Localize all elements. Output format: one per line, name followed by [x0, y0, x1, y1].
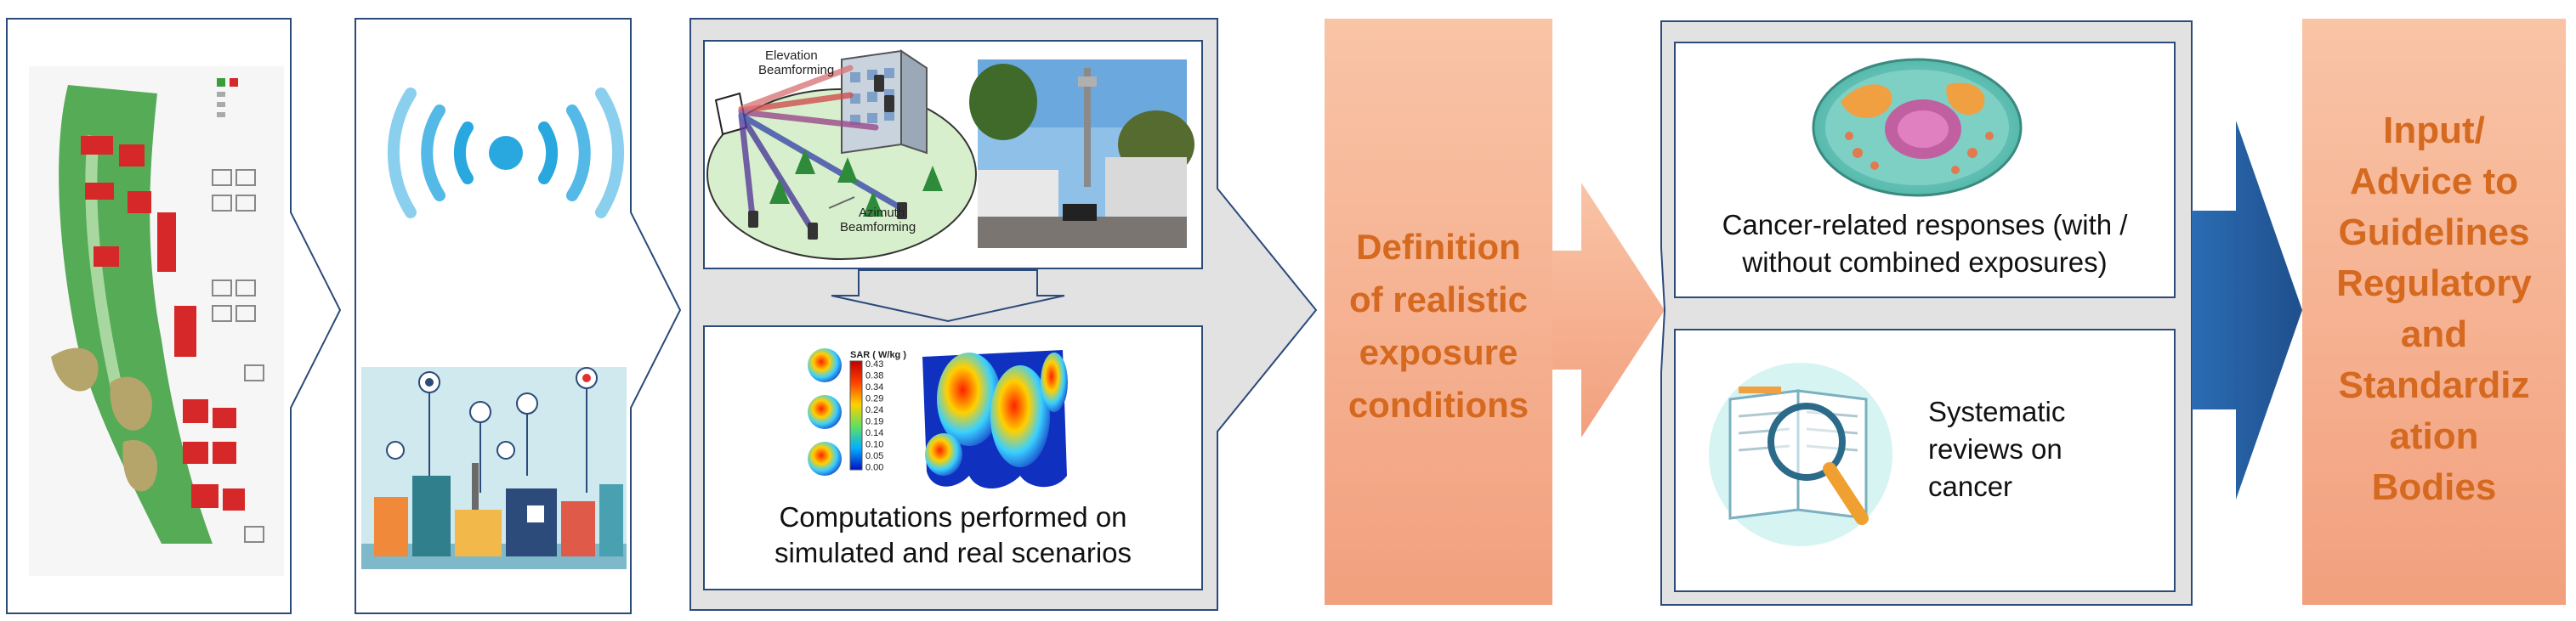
book-magnifier-icon	[1709, 363, 1892, 546]
computations-caption-line1: Computations performed on	[779, 501, 1126, 533]
sar-legend-tick: 0.24	[865, 405, 883, 415]
azimuth-label-line2: Beamforming	[840, 220, 916, 234]
panel-definition: Definition of realistic exposure conditions	[1325, 19, 1552, 605]
reviews-line-2: reviews on	[1928, 433, 2063, 465]
beamforming-diagram: Elevation Beamforming Azimuth Beamformin…	[706, 48, 977, 260]
output-line-6: Standardiz	[2339, 364, 2530, 406]
cell-illustration	[1812, 58, 2023, 197]
definition-line-1: Definition	[1356, 227, 1521, 267]
antenna-photo	[969, 59, 1194, 248]
output-line-2: Advice to	[2350, 161, 2518, 202]
elevation-label-line1: Elevation	[765, 48, 818, 63]
definition-line-4: conditions	[1348, 385, 1529, 425]
sar-legend-tick: 0.19	[865, 417, 883, 427]
sar-legend-ticks: 0.430.380.34 0.290.24 0.190.14 0.100.05 0.00	[865, 359, 883, 473]
systematic-reviews-text: Systematic reviews on cancer	[1928, 396, 2065, 502]
computations-caption-line2: simulated and real scenarios	[775, 537, 1132, 568]
city-map	[29, 66, 284, 576]
sar-legend-tick: 0.34	[865, 382, 883, 392]
sar-legend-tick: 0.05	[865, 451, 883, 461]
sar-legend-tick: 0.00	[865, 463, 883, 473]
sar-legend-tick: 0.14	[865, 428, 883, 438]
output-line-5: and	[2401, 313, 2467, 355]
panel-connectivity	[355, 18, 682, 614]
output-line-8: Bodies	[2372, 466, 2497, 508]
reviews-line-1: Systematic	[1928, 396, 2065, 427]
blue-arrow	[2192, 121, 2302, 500]
sar-legend-title: SAR ( W/kg )	[850, 350, 906, 360]
down-arrow	[831, 269, 1065, 323]
panel-cancer-research: Cancer-related responses (with / without…	[1660, 20, 2193, 606]
sar-simulation: SAR ( W/kg ) 0.430.380.340.290.240.190.1…	[808, 348, 1068, 488]
definition-text: Definition of realistic exposure conditions	[1348, 227, 1529, 425]
output-line-1: Input/	[2383, 110, 2485, 151]
reviews-line-3: cancer	[1928, 471, 2012, 502]
panel-computations: Elevation Beamforming Azimuth Beamformin…	[689, 18, 1318, 611]
sar-legend-tick: 0.29	[865, 394, 883, 404]
output-line-7: ation	[2389, 415, 2478, 457]
wifi-signal-icon	[387, 88, 625, 218]
elevation-label-line2: Beamforming	[758, 63, 834, 77]
cancer-responses-line1: Cancer-related responses (with /	[1722, 209, 2129, 240]
cancer-responses-line2: without combined exposures)	[1741, 246, 2107, 278]
output-line-4: Regulatory	[2336, 263, 2532, 304]
output-line-3: Guidelines	[2339, 212, 2530, 253]
azimuth-label-line1: Azimuth	[859, 206, 905, 220]
sar-legend-tick: 0.43	[865, 359, 883, 370]
sar-legend-tick: 0.38	[865, 371, 883, 381]
definition-line-2: of realistic	[1349, 279, 1528, 319]
definition-line-3: exposure	[1359, 332, 1518, 372]
smart-city-illustration	[361, 367, 627, 569]
peach-arrow	[1552, 183, 1665, 438]
sar-legend-tick: 0.10	[865, 440, 883, 450]
panel-city-map	[6, 18, 342, 614]
